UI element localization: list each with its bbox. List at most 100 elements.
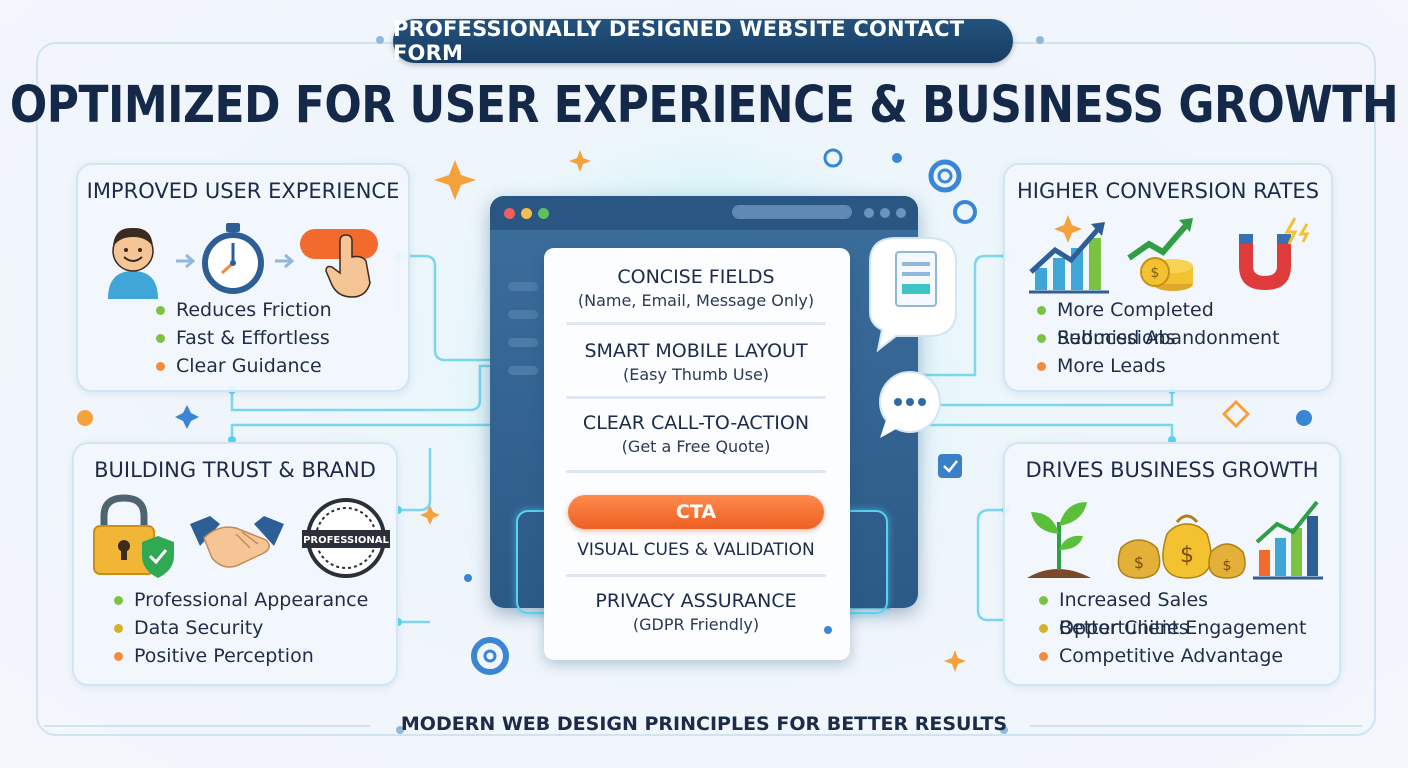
privacy-assurance: PRIVACY ASSURANCE (GDPR Friendly) <box>566 590 826 634</box>
sidebar-placeholder <box>508 282 538 291</box>
panel-trust-brand: BUILDING TRUST & BRAND PROFESSIONAL <box>72 442 398 686</box>
menu-dot-icon <box>896 208 906 218</box>
growth-icons: $ $ $ <box>1027 500 1323 580</box>
dot-icon <box>1036 36 1044 44</box>
ux-icons <box>108 223 378 299</box>
trust-bullets: Professional Appearance Data Security Po… <box>114 586 368 670</box>
bullet-dot <box>156 306 165 315</box>
dot-icon <box>824 626 832 634</box>
maximize-dot-icon <box>538 208 549 219</box>
list-item: Fast & Effortless <box>156 324 332 352</box>
bullet-dot <box>1039 624 1048 633</box>
header-badge: PROFESSIONALLY DESIGNED WEBSITE CONTACT … <box>393 17 1013 65</box>
sparkle-icon <box>1054 215 1082 243</box>
list-item: Reduced Abandonment <box>1037 324 1331 352</box>
conversion-icons: $ <box>1029 217 1310 294</box>
conversion-bullets: More Completed Submissions Reduced Aband… <box>1037 296 1331 380</box>
sparkle-icon <box>944 650 966 672</box>
svg-text:PROFESSIONAL: PROFESSIONAL <box>303 535 389 546</box>
panel-title: IMPROVED USER EXPERIENCE <box>86 179 400 203</box>
dot-icon <box>1000 726 1008 734</box>
arrow-icon <box>176 253 196 269</box>
list-item: More Completed Submissions <box>1037 296 1331 349</box>
money-bags-icon: $ $ $ <box>1117 514 1246 579</box>
gear-icon <box>928 159 962 193</box>
footer-tagline: MODERN WEB DESIGN PRINCIPLES FOR BETTER … <box>400 713 1008 735</box>
stopwatch-icon <box>202 223 264 294</box>
dot-icon <box>1296 410 1312 426</box>
validation-label: VISUAL CUES & VALIDATION <box>577 540 815 560</box>
arrow-icon <box>275 253 295 269</box>
bullet-dot <box>114 652 123 661</box>
panel-conversion-rates: HIGHER CONVERSION RATES $ <box>1003 163 1333 392</box>
form-field-mobile: SMART MOBILE LAYOUT (Easy Thumb Use) <box>566 340 826 384</box>
form-field-cta-info: CLEAR CALL-TO-ACTION (Get a Free Quote) <box>566 412 826 456</box>
panel-business-growth: DRIVES BUSINESS GROWTH $ $ $ <box>1003 442 1341 686</box>
growth-coins-icon: $ <box>1127 218 1193 291</box>
address-bar <box>732 205 852 219</box>
growth-bullets: Increased Sales Opportunities Better Cli… <box>1039 586 1339 670</box>
handshake-icon <box>190 516 284 568</box>
smiling-user-icon <box>108 227 158 299</box>
dot-icon <box>376 36 384 44</box>
rising-bar-chart-icon <box>1029 222 1109 294</box>
sidebar-placeholder <box>508 310 538 319</box>
list-item: Clear Guidance <box>156 352 332 380</box>
minimize-dot-icon <box>521 208 532 219</box>
bullet-dot <box>156 334 165 343</box>
field-underline <box>566 322 826 325</box>
field-subtext: (Get a Free Quote) <box>621 437 771 456</box>
list-item: Better Client Engagement <box>1039 614 1339 642</box>
bullet-dot <box>1039 596 1048 605</box>
document-bubble-icon <box>869 237 957 353</box>
sparkle-icon <box>175 405 199 429</box>
dot-icon <box>464 574 472 582</box>
ux-bullets: Reduces Friction Fast & Effortless Clear… <box>156 296 332 380</box>
field-heading: PRIVACY ASSURANCE <box>595 590 797 612</box>
checkbox-icon <box>938 454 962 478</box>
field-underline <box>566 396 826 399</box>
panel-title: HIGHER CONVERSION RATES <box>1016 179 1320 203</box>
sidebar-placeholder <box>508 366 538 375</box>
list-item: Data Security <box>114 614 368 642</box>
field-subtext: (GDPR Friendly) <box>632 615 760 634</box>
magnet-icon <box>1239 217 1310 290</box>
panel-title: BUILDING TRUST & BRAND <box>94 458 376 482</box>
field-underline <box>566 470 826 473</box>
dot-icon <box>892 153 902 163</box>
list-item: Reduces Friction <box>156 296 332 324</box>
browser-titlebar <box>490 196 918 230</box>
panel-title: DRIVES BUSINESS GROWTH <box>1025 458 1319 482</box>
field-underline <box>566 574 826 577</box>
svg-text:$: $ <box>1151 265 1160 281</box>
bullet-dot <box>114 624 123 633</box>
bullet-dot <box>156 362 165 371</box>
gear-icon <box>823 148 843 168</box>
cta-button[interactable]: CTA <box>568 495 824 529</box>
bullet-dot <box>1037 306 1046 315</box>
close-dot-icon <box>504 208 515 219</box>
svg-text:$: $ <box>1223 558 1232 574</box>
contact-form-card <box>544 248 850 660</box>
trust-icons: PROFESSIONAL <box>93 494 390 578</box>
field-heading: SMART MOBILE LAYOUT <box>584 340 808 362</box>
field-heading: CONCISE FIELDS <box>617 266 775 288</box>
diamond-icon <box>1221 399 1251 429</box>
dot-icon <box>77 410 93 426</box>
field-subtext: (Name, Email, Message Only) <box>577 291 815 310</box>
gear-icon <box>471 637 509 675</box>
bullet-dot <box>114 596 123 605</box>
page-title: OPTIMIZED FOR USER EXPERIENCE & BUSINESS… <box>9 76 1399 135</box>
list-item: Professional Appearance <box>114 586 368 614</box>
bullet-dot <box>1039 652 1048 661</box>
svg-text:$: $ <box>1134 553 1144 572</box>
panel-user-experience: IMPROVED USER EXPERIENCE <box>76 163 410 392</box>
validation-label-wrap: VISUAL CUES & VALIDATION <box>566 540 826 560</box>
menu-dot-icon <box>864 208 874 218</box>
bullet-dot <box>1037 362 1046 371</box>
form-field-concise: CONCISE FIELDS (Name, Email, Message Onl… <box>566 266 826 310</box>
sparkle-icon <box>569 150 591 172</box>
menu-dot-icon <box>880 208 890 218</box>
